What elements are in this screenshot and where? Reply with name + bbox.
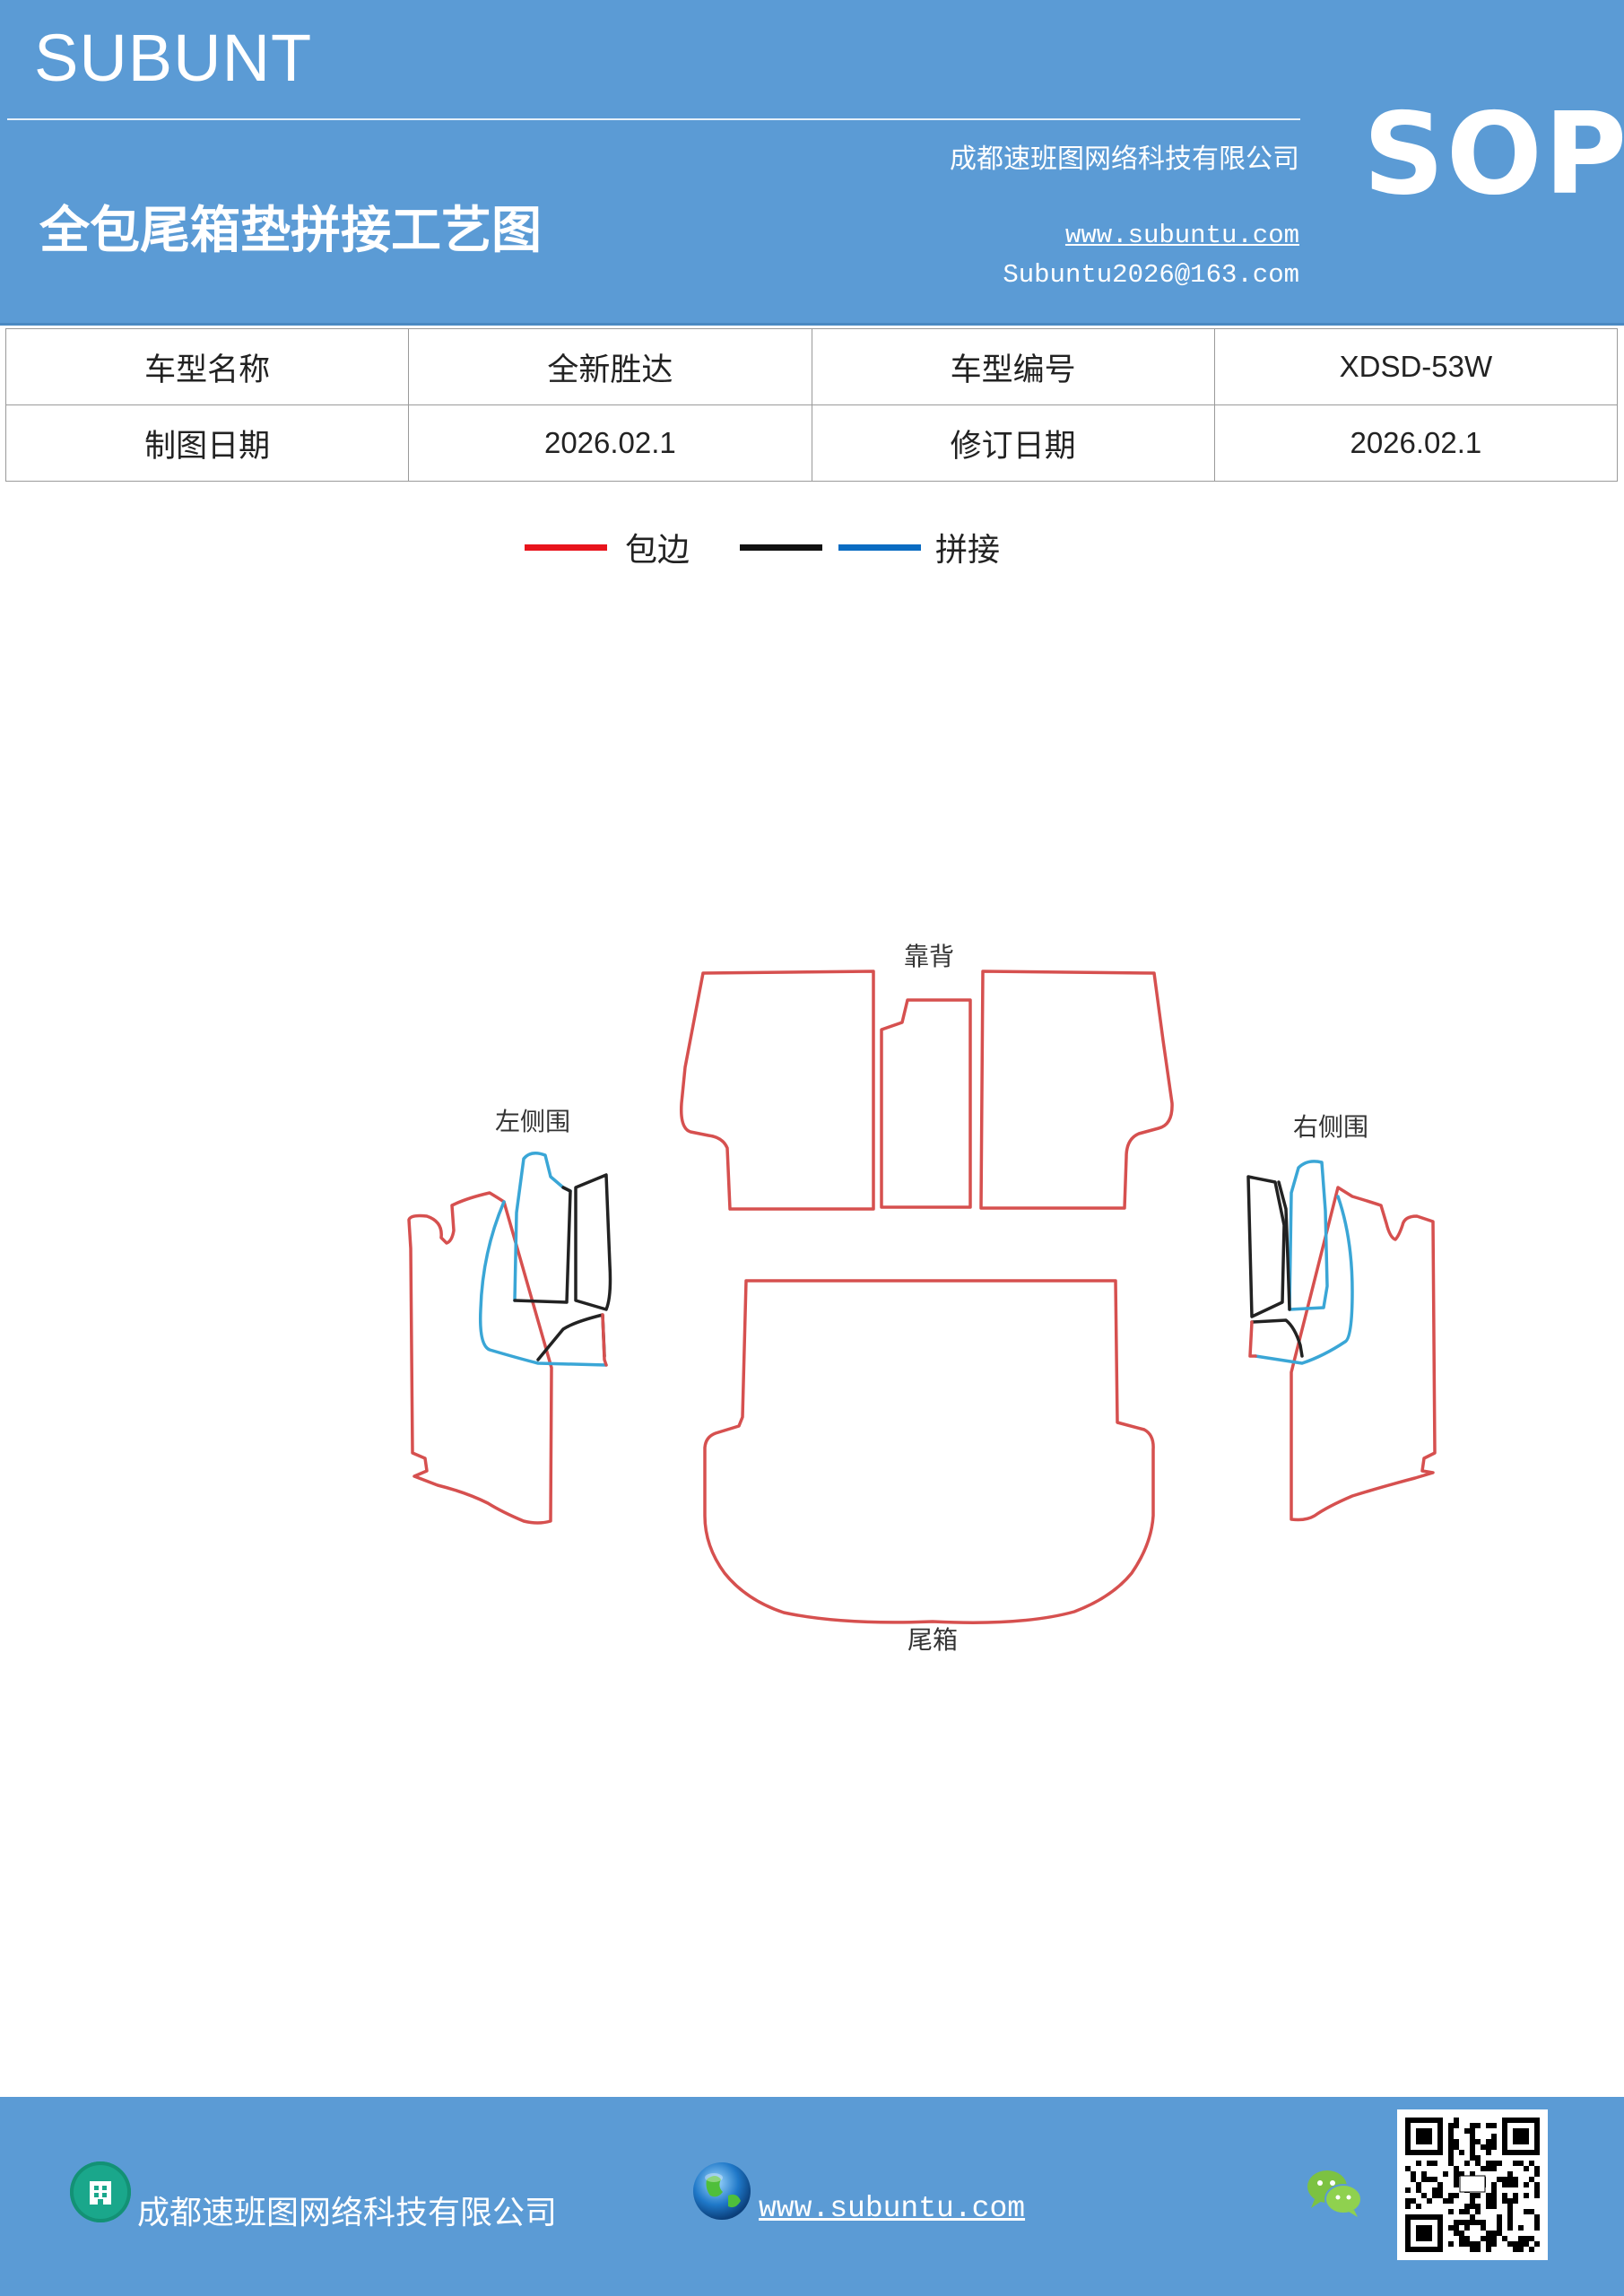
mat-diagram: 靠背 左侧围 右侧围 尾箱: [407, 942, 1437, 1655]
table-cell: 2026.02.1: [408, 404, 812, 482]
right-side-inner-piece-black: [1277, 1180, 1291, 1311]
building-icon: [70, 2161, 131, 2222]
company-name: 成都速班图网络科技有限公司: [950, 144, 1299, 175]
right-side-outer-panel: [1290, 1186, 1437, 1522]
wechat-icon[interactable]: [1302, 2165, 1365, 2219]
table-cell: 车型名称: [4, 328, 410, 405]
footer-bar: 成都速班图网络科技有限公司 www.subuntu.com: [0, 2097, 1624, 2296]
right-side-corner-black: [1250, 1318, 1304, 1358]
legend-label: 包边: [625, 532, 690, 569]
email-address: Subuntu2026@163.com: [1003, 260, 1299, 290]
left-side-corner-edge: [601, 1313, 608, 1367]
table-cell: XDSD-53W: [1213, 328, 1619, 405]
qr-code: [1397, 2109, 1548, 2260]
table-row: 制图日期 2026.02.1 修订日期 2026.02.1: [4, 404, 1619, 482]
legend-label: 拼接: [935, 532, 1001, 569]
header-banner: SUBUNT 成都速班图网络科技有限公司 全包尾箱垫拼接工艺图 www.subu…: [0, 0, 1624, 326]
backrest-middle-panel: [880, 998, 972, 1209]
legend-swatch-red: [525, 544, 607, 551]
sop-badge: SOP: [1363, 88, 1624, 220]
table-cell: 制图日期: [4, 404, 410, 482]
website-link[interactable]: www.subuntu.com: [1064, 221, 1299, 250]
label-trunk: 尾箱: [908, 1625, 958, 1655]
table-cell: 2026.02.1: [1213, 404, 1619, 482]
legend-swatch-black: [740, 544, 823, 551]
right-side-corner-edge: [1248, 1320, 1257, 1358]
brand-name: SUBUNT: [34, 21, 313, 95]
backrest-left-panel: [679, 970, 875, 1211]
left-side-top-piece-blue: [513, 1152, 572, 1302]
left-side-seam-blue: [478, 1200, 608, 1367]
legend: 包边 拼接: [525, 520, 1000, 574]
header-divider: [7, 118, 1300, 120]
trunk-floor-panel: [703, 1279, 1155, 1624]
label-backrest: 靠背: [904, 942, 954, 971]
table-cell: 修订日期: [811, 404, 1215, 482]
table-cell: 车型编号: [811, 328, 1215, 405]
document-title: 全包尾箱垫拼接工艺图: [39, 202, 542, 260]
label-right-side: 右侧围: [1293, 1112, 1368, 1142]
info-table: 车型名称 全新胜达 车型编号 XDSD-53W 制图日期 2026.02.1 修…: [4, 328, 1619, 482]
footer-website-link[interactable]: www.subuntu.com: [759, 2192, 1026, 2225]
left-side-strip-black: [574, 1173, 612, 1311]
right-side-strip-black: [1246, 1175, 1286, 1318]
right-side-top-piece-blue: [1288, 1160, 1329, 1311]
label-left-side: 左侧围: [495, 1107, 570, 1136]
left-side-inner-piece-black: [513, 1186, 572, 1304]
right-side-seam-blue: [1254, 1195, 1354, 1365]
left-side-outer-panel: [407, 1191, 553, 1525]
globe-icon: [693, 2162, 751, 2220]
table-cell: 全新胜达: [408, 328, 812, 405]
legend-swatch-blue: [838, 544, 922, 551]
table-row: 车型名称 全新胜达 车型编号 XDSD-53W: [4, 328, 1619, 405]
backrest-right-panel: [979, 970, 1174, 1210]
footer-company-name: 成都速班图网络科技有限公司: [137, 2195, 558, 2231]
